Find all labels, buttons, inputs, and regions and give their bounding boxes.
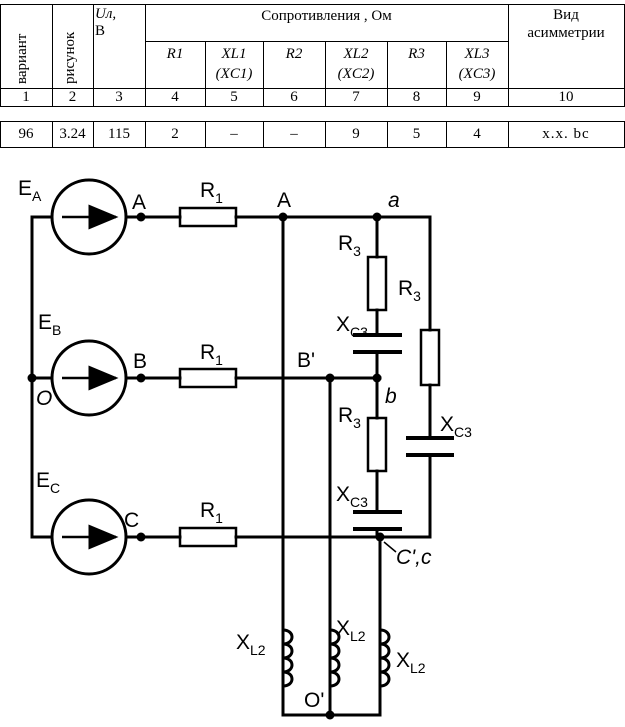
header-asymmetry-2: асимметрии — [527, 24, 605, 41]
col-number: 4 — [171, 89, 179, 105]
label-a-source: A — [132, 191, 147, 214]
header-asymmetry-1: Вид — [553, 6, 579, 23]
parameters-table: вариант рисунок Uл, В Сопротивления , Ом… — [0, 0, 625, 150]
label-node-b: b — [385, 385, 397, 408]
header-resistance: Сопротивления , Ом — [261, 7, 392, 24]
row-x2: 9 — [352, 126, 360, 142]
capacitor-xc3-ac — [406, 436, 454, 457]
resistor-r1-a — [178, 206, 238, 228]
header-xl2: XL2 — [343, 45, 369, 62]
header-xl1: XL1 — [221, 45, 247, 62]
col-number: 1 — [22, 89, 30, 105]
junction-b-src — [136, 373, 146, 383]
col-number: 10 — [558, 89, 574, 105]
capacitor-xc3-bc — [353, 510, 402, 531]
header-xc2: (XC2) — [337, 65, 375, 82]
label-xl2-3: XL2 — [396, 649, 426, 676]
col-number: 9 — [473, 89, 481, 105]
label-b-prime: B' — [297, 349, 316, 372]
resistor-r3-ab — [366, 255, 388, 312]
resistor-r3-ac — [419, 328, 441, 387]
header-voltage-unit: В — [95, 22, 106, 39]
label-xc3-ac: XC3 — [440, 413, 472, 440]
row-variant: 96 — [18, 126, 34, 142]
label-node-c: C',c — [396, 546, 432, 569]
row-asymmetry: х.х. bc — [542, 126, 590, 142]
row-r2: – — [290, 126, 298, 142]
label-c-source: C — [124, 509, 140, 532]
label-ec: EC — [36, 469, 61, 496]
resistor-r3-bc — [366, 416, 388, 473]
col-number: 3 — [115, 89, 123, 105]
col-number: 2 — [68, 89, 77, 105]
label-r1-c: R1 — [200, 499, 223, 526]
row-figure: 3.24 — [59, 126, 86, 142]
header-r1: R1 — [166, 45, 184, 62]
label-eb: EB — [38, 311, 62, 338]
col-number: 5 — [230, 89, 238, 105]
junction-c — [375, 532, 385, 542]
header-variant: вариант — [14, 33, 30, 84]
col-number: 8 — [412, 89, 421, 105]
label-xc3-bc: XC3 — [336, 483, 368, 510]
header-xc1: (XC1) — [215, 65, 253, 82]
header-xl3: XL3 — [464, 45, 490, 62]
row-r3: 5 — [412, 126, 421, 142]
row-voltage: 115 — [108, 126, 130, 142]
row-r1: 2 — [171, 126, 179, 142]
header-voltage-symbol: Uл, — [95, 5, 117, 22]
circuit-diagram: EA EB EC O A B C R1 R1 R1 A B' a b C',c … — [0, 150, 625, 727]
label-r1-b: R1 — [200, 341, 223, 368]
col-number: 6 — [290, 89, 298, 105]
inductor-xl2-2 — [328, 628, 341, 688]
inductor-xl2-1 — [281, 628, 294, 688]
label-xl2-2: XL2 — [336, 617, 366, 644]
junction-b — [372, 373, 382, 383]
inductor-xl2-3 — [378, 628, 391, 688]
label-b-source: B — [133, 350, 148, 373]
col-number: 7 — [352, 89, 360, 105]
resistor-r1-c — [178, 526, 238, 548]
resistor-r1-b — [178, 367, 238, 389]
header-xc3: (XC3) — [458, 65, 496, 82]
junction-a-src — [136, 212, 146, 222]
label-xc3-ab: XC3 — [336, 313, 368, 340]
header-r3: R3 — [408, 45, 425, 62]
circuit-drawing — [27, 178, 454, 720]
label-r3-bc: R3 — [338, 404, 361, 431]
junction-o-prime — [325, 710, 335, 720]
label-o-prime: O' — [304, 689, 325, 712]
label-r3-ab: R3 — [338, 232, 361, 259]
junction-o — [27, 373, 37, 383]
label-a-bus: A — [277, 189, 292, 212]
label-xl2-1: XL2 — [236, 631, 266, 658]
label-r3-ac: R3 — [398, 277, 421, 304]
row-x3: 4 — [473, 126, 481, 142]
header-r2: R2 — [285, 45, 303, 62]
label-ea: EA — [18, 177, 42, 204]
label-o: O — [36, 387, 53, 410]
label-r1-a: R1 — [200, 179, 223, 206]
row-x1: – — [230, 126, 238, 142]
label-node-a: a — [388, 189, 400, 212]
header-figure: рисунок — [62, 31, 78, 84]
capacitor-xc3-ab — [353, 333, 402, 354]
junction-c-src — [136, 532, 146, 542]
junction-a — [372, 212, 382, 222]
